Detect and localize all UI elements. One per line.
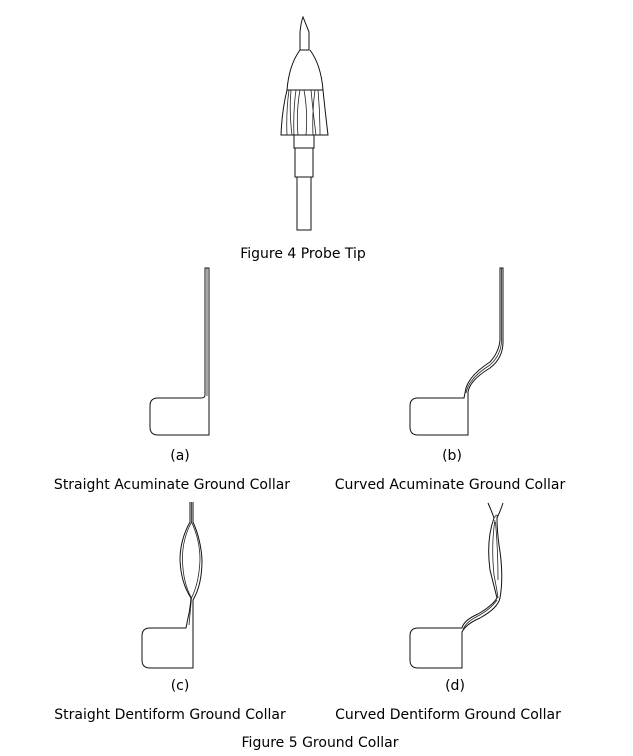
collar-d-label: (d) — [445, 678, 465, 694]
figure-5-caption: Figure 5 Ground Collar — [241, 735, 399, 751]
probe-tip-drawing — [280, 15, 329, 231]
collar-d-drawing — [409, 502, 504, 669]
collar-b-label: (b) — [442, 448, 462, 464]
collar-a-label: (a) — [170, 448, 190, 464]
figure-4-caption: Figure 4 Probe Tip — [240, 246, 366, 262]
collar-d-name: Curved Dentiform Ground Collar — [335, 707, 561, 723]
collar-c-name: Straight Dentiform Ground Collar — [54, 707, 286, 723]
collar-a-name: Straight Acuminate Ground Collar — [53, 477, 291, 493]
collar-c-drawing — [141, 502, 203, 669]
collar-a-drawing — [149, 267, 210, 436]
collar-b-name: Curved Acuminate Ground Collar — [334, 477, 566, 493]
collar-c-label: (c) — [170, 678, 190, 694]
collar-b-drawing — [409, 267, 504, 436]
